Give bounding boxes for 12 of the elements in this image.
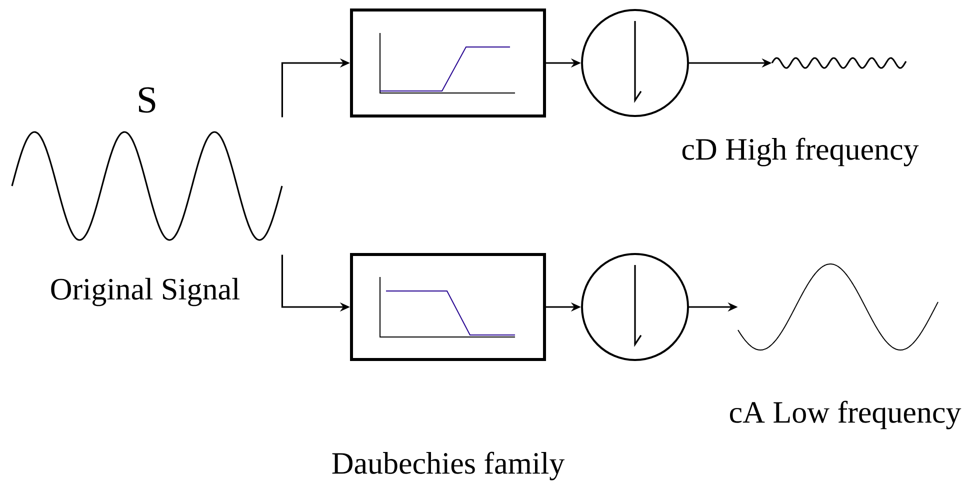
figure-caption: Daubechies family [332, 452, 565, 480]
waveform-drawing [771, 57, 907, 69]
signal-caption: Original Signal [51, 278, 240, 306]
filter-box [350, 253, 546, 361]
output-caption: cA Low frequency [730, 400, 962, 430]
downsampler-circle [581, 253, 689, 361]
filter-box [350, 8, 546, 118]
signal-label: S [138, 87, 156, 113]
waveform-drawing [11, 131, 283, 241]
downsampler-circle [581, 9, 689, 117]
waveform-drawing [738, 264, 938, 350]
output-caption: cD High frequency [682, 138, 919, 166]
